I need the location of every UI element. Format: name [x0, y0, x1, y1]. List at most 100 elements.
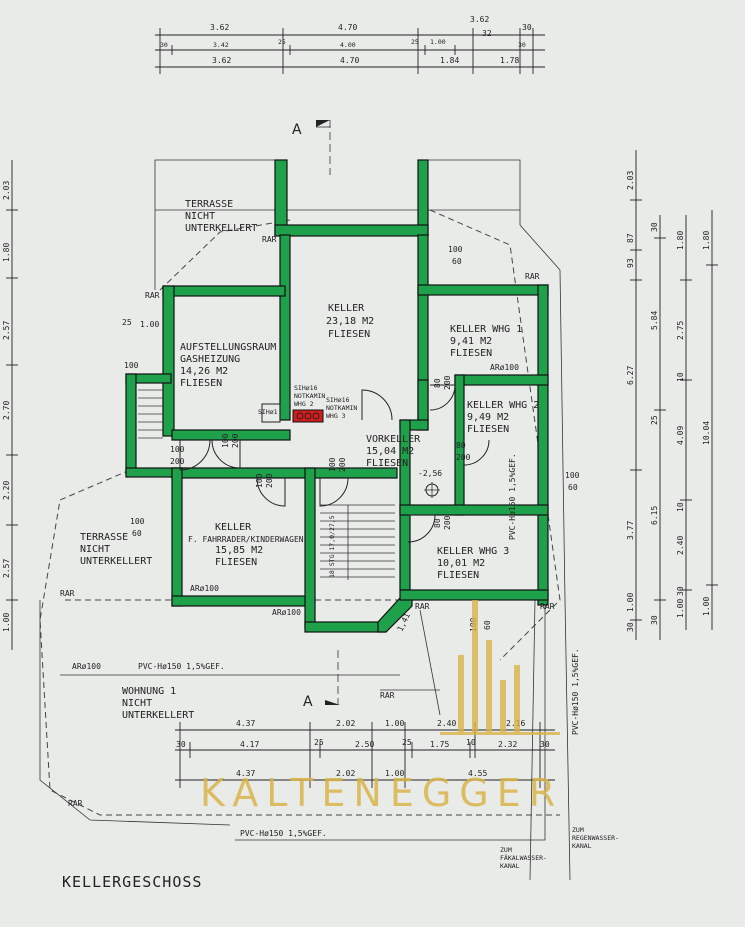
room-aufstellung-area: 14,26 M2	[180, 366, 228, 377]
opening-100-60-top-a: 100	[448, 245, 463, 254]
pvc-inner-label: PVC-Hø150 1,5%GEF.	[508, 453, 517, 540]
room-keller-area: 23,18 M2	[326, 316, 374, 327]
dim-left-7: 1.00	[2, 613, 11, 632]
section-marker-top: A	[292, 120, 331, 175]
dim-bottom-3d: 4.55	[468, 769, 487, 778]
stairs-label: 18 STG 17,0/27,5	[328, 515, 336, 578]
opening-80-200-b1: 80	[433, 378, 442, 388]
room-fahrrad-sub: F. FAHRRADER/KINDERWAGEN	[188, 535, 304, 544]
chimney-block	[261, 403, 324, 423]
dim-bottom-2i: 30	[540, 740, 550, 749]
dim-right-c3-6: 2.40	[676, 536, 685, 555]
dim-top-1c: 3.62	[470, 15, 489, 24]
opening-80-200-a2: 200	[456, 453, 471, 462]
dim-right-c3-3: 10	[676, 372, 685, 382]
pvc-right-label: PVC-Hø150 1,5%GEF.	[571, 648, 580, 735]
terrasse-top-line1: TERRASSE	[185, 199, 233, 210]
dim-right-c1-3: 87	[626, 233, 635, 243]
dim-top-1a: 3.62	[210, 23, 229, 32]
section-label-top: A	[292, 122, 302, 138]
top-dimensions: 3.62 4.70 3.62 30 32 30 3.42 25 4.00 25 …	[155, 15, 545, 74]
terrasse-left-line1: TERRASSE	[80, 532, 128, 543]
watermark-logo	[440, 600, 560, 735]
room-whg2-area: 9,49 M2	[467, 412, 509, 423]
dim-right-c3-7: 30	[676, 586, 685, 596]
dim-right-c3-1: 1.80	[676, 231, 685, 250]
regen-1: ZUM	[572, 826, 584, 834]
dim-left-4: 2.70	[2, 401, 11, 420]
dim-bottom-3a: 4.37	[236, 769, 255, 778]
dim-right-c3-2: 2.75	[676, 321, 685, 340]
rar-center: RAR	[415, 602, 430, 611]
dim-right-c1-7: 30	[626, 622, 635, 632]
doors	[179, 384, 490, 543]
dim-right-c1-4: 6.27	[626, 366, 635, 385]
notkamin-whg2-1: SIHø16	[294, 384, 318, 392]
dim-bottom-1a: 4.37	[236, 719, 255, 728]
opening-100-60-right-a: 100	[565, 471, 580, 480]
opening-80-200-a1: 80	[456, 441, 466, 450]
wohnung-line2: NICHT	[122, 698, 152, 709]
opening-100-60-bottom-2: 60	[483, 620, 492, 630]
room-whg1-floor: FLIESEN	[450, 348, 492, 359]
sih1-label: SIHø1	[258, 408, 278, 416]
dim-top-2b: 3.42	[213, 41, 229, 49]
left-dimensions: 2.03 1.80 2.57 2.70 2.20 2.57 1.00	[2, 160, 18, 650]
dim-right-c2-1: 30	[650, 222, 659, 232]
dim-bottom-1d: 2.40	[437, 719, 456, 728]
dim-right-c2-3: 25	[650, 415, 659, 425]
notkamin-whg3-3: WHG 3	[326, 412, 346, 420]
notkamin-whg2-3: WHG 2	[294, 400, 314, 408]
dim-bottom-2f: 1.75	[430, 740, 449, 749]
dim-bottom-2a: 30	[176, 740, 186, 749]
terrasse-left-line3: UNTERKELLERT	[80, 556, 152, 567]
rar-lower-left: RAR	[60, 589, 75, 598]
outer-outline	[39, 159, 571, 881]
room-whg2-floor: FLIESEN	[467, 424, 509, 435]
dim-top-1d: 30	[522, 23, 532, 32]
faekal-2: FÄKALWASSER-	[500, 853, 547, 862]
dim-bottom-2b: 4.17	[240, 740, 259, 749]
opening-100-60-left-b: 60	[132, 529, 142, 538]
notkamin-whg3-1: SIHø16	[326, 396, 350, 404]
regen-3: KANAL	[572, 842, 592, 850]
right-dimensions: 2.03 93 87 6.27 3.77 1.00 30 30 5.84 25 …	[626, 150, 718, 640]
dim-bottom-2d: 2.50	[355, 740, 374, 749]
rar-right: RAR	[525, 272, 540, 281]
opening-100-60-left-a: 100	[130, 517, 145, 526]
dim-bottom-2h: 2.32	[498, 740, 517, 749]
room-whg1-name: KELLER WHG 1	[450, 324, 522, 335]
notkamin-whg2-2: NOTKAMIN	[294, 392, 325, 400]
dim-right-c2-5: 30	[650, 615, 659, 625]
room-whg1-area: 9,41 M2	[450, 336, 492, 347]
dim-right-c3-8: 1.00	[676, 599, 685, 618]
room-keller-name: KELLER	[328, 303, 365, 314]
section-marker-bottom: A	[303, 650, 340, 710]
dim-left-5: 2.20	[2, 481, 11, 500]
opening-100-60-right-b: 60	[568, 483, 578, 492]
terrasse-top-line3: UNTERKELLERT	[185, 223, 257, 234]
level-marker: -2,56	[418, 469, 442, 478]
room-aufstellung-floor: FLIESEN	[180, 378, 222, 389]
wohnung-line3: UNTERKELLERT	[122, 710, 194, 721]
opening-25: 25	[122, 318, 132, 327]
pvc-label-bottom: PVC-Hø150 1,5%GEF.	[240, 829, 327, 838]
room-whg3-name: KELLER WHG 3	[437, 546, 509, 557]
regen-2: REGENWASSER-	[572, 834, 619, 842]
dim-bottom-2c: 25	[314, 738, 324, 747]
dim-bottom-1b: 2.02	[336, 719, 355, 728]
watermark-text: KALTENEGGER	[200, 771, 563, 815]
rar-left: RAR	[145, 291, 160, 300]
opening-100-200-c2: 200	[265, 473, 274, 488]
room-whg3-floor: FLIESEN	[437, 570, 479, 581]
dim-left-3: 2.57	[2, 321, 11, 340]
room-vorkeller-name: VORKELLER	[366, 434, 421, 445]
dim-right-c1-5: 3.77	[626, 521, 635, 540]
dim-right-c1-2: 93	[626, 258, 635, 268]
rar-bottom: RAR	[380, 691, 395, 700]
rar-top: RAR	[262, 235, 277, 244]
opening-80-200-c1: 80	[433, 518, 442, 528]
terrasse-top-line2: NICHT	[185, 211, 215, 222]
pvc-label-horizontal: PVC-Hø150 1,5%GEF.	[138, 662, 225, 671]
faekal-1: ZUM	[500, 846, 512, 854]
